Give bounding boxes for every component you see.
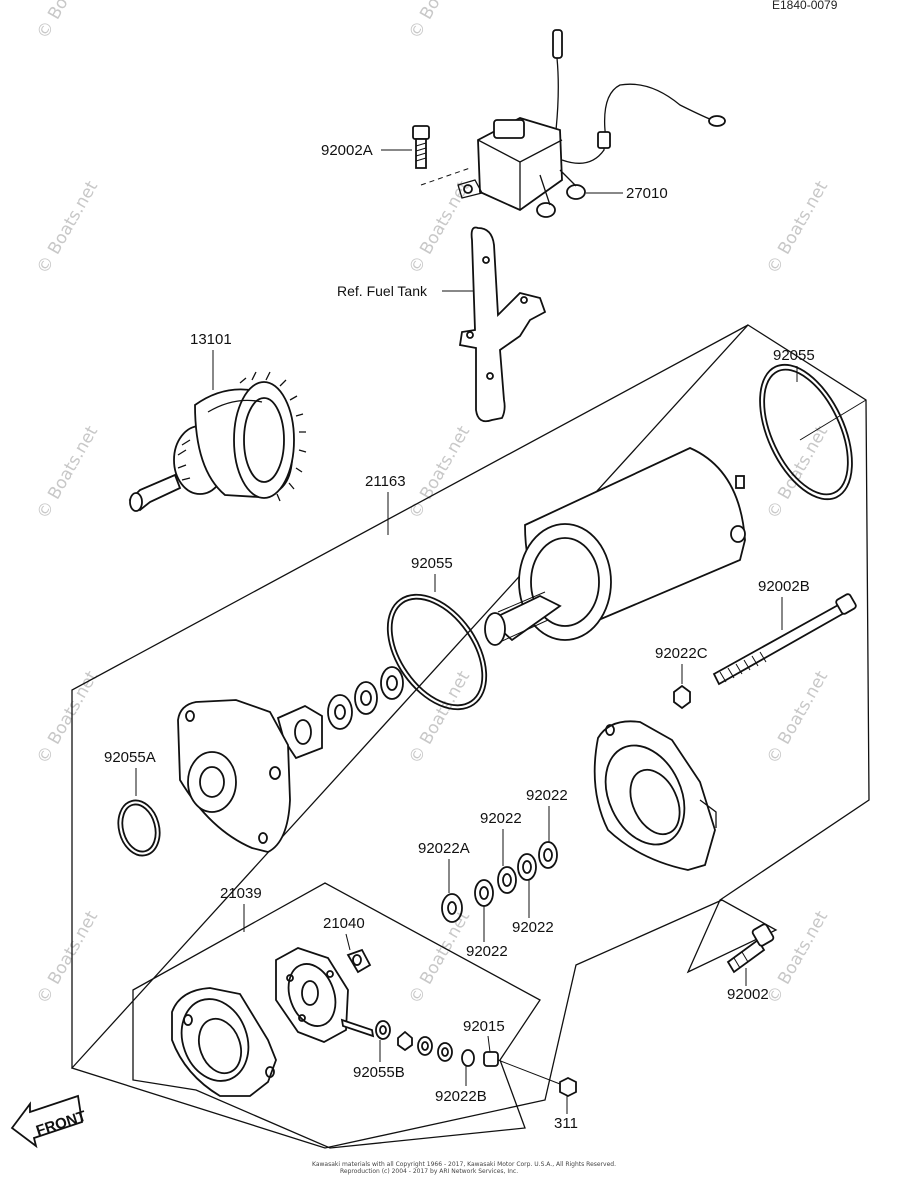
bolt-92002a [412, 125, 471, 186]
label-92015: 92015 [463, 1018, 505, 1035]
watermark: © Boats.net [33, 667, 102, 767]
watermark: © Boats.net [405, 907, 474, 1007]
label-92022-bottom-right: 92022 [512, 919, 554, 936]
label-92002a: 92002A [321, 142, 373, 159]
label-92055b: 92055B [353, 1064, 405, 1081]
label-92002b: 92002B [758, 578, 810, 595]
fuel-tank-bracket [458, 226, 547, 423]
watermark: © Boats.net [763, 422, 832, 522]
label-92022-top-right: 92022 [526, 787, 568, 804]
label-21039: 21039 [220, 885, 262, 902]
watermark: © Boats.net [405, 177, 474, 277]
watermark: © Boats.net [33, 422, 102, 522]
starter-clutch-13101 [128, 371, 307, 512]
washer-92022-group [441, 841, 558, 923]
label-27010: 27010 [626, 185, 668, 202]
watermark: © Boats.net [33, 907, 102, 1007]
front-cover [177, 699, 291, 853]
watermark: © Boats.net [405, 422, 474, 522]
brush-holder-outline [132, 882, 541, 1149]
brush-plate-21040 [275, 947, 375, 1043]
washer-stack [276, 666, 404, 760]
copyright-line-1: Kawasaki materials with all Copyright 19… [312, 1161, 616, 1168]
through-bolt-92002b [712, 593, 857, 686]
label-92022b: 92022B [435, 1088, 487, 1105]
label-92055a: 92055A [104, 749, 156, 766]
label-92002: 92002 [727, 986, 769, 1003]
label-311: 311 [554, 1115, 578, 1132]
bolt-92002 [726, 923, 775, 974]
label-92022-bottom-left: 92022 [466, 943, 508, 960]
end-housing-21039 [171, 987, 277, 1097]
copyright-line-2: Reproduction (c) 2004 - 2017 by ARI Netw… [340, 1168, 518, 1175]
watermark: © Boats.net [763, 907, 832, 1007]
watermark: © Boats.net [33, 177, 102, 277]
watermark: © Boats.net [405, 0, 474, 42]
label-92022a: 92022A [418, 840, 470, 857]
label-13101: 13101 [190, 331, 232, 348]
o-ring-92055-top [759, 363, 867, 501]
watermark: © Boats.net [763, 667, 832, 767]
label-21040: 21040 [323, 915, 365, 932]
o-ring-92055-mid [386, 593, 488, 711]
terminal-hardware [375, 1020, 577, 1098]
motor-yoke-21163 [484, 447, 746, 646]
nut-92022c [673, 684, 691, 710]
starter-relay [457, 29, 726, 218]
label-21163: 21163 [365, 473, 406, 490]
label-92022c: 92022C [655, 645, 708, 662]
label-ref-fuel-tank: Ref. Fuel Tank [337, 283, 428, 299]
assembly-outline [70, 324, 870, 1149]
watermark: © Boats.net [33, 0, 102, 42]
front-arrow: FRONT [10, 1094, 88, 1149]
label-92022-top-left: 92022 [480, 810, 522, 827]
rear-cover [593, 720, 717, 871]
o-ring-92055a [117, 799, 161, 857]
watermark: © Boats.net [763, 177, 832, 277]
label-92055-mid: 92055 [411, 555, 453, 572]
diagram-code: E1840-0079 [772, 0, 838, 12]
label-92055-top: 92055 [773, 347, 815, 364]
